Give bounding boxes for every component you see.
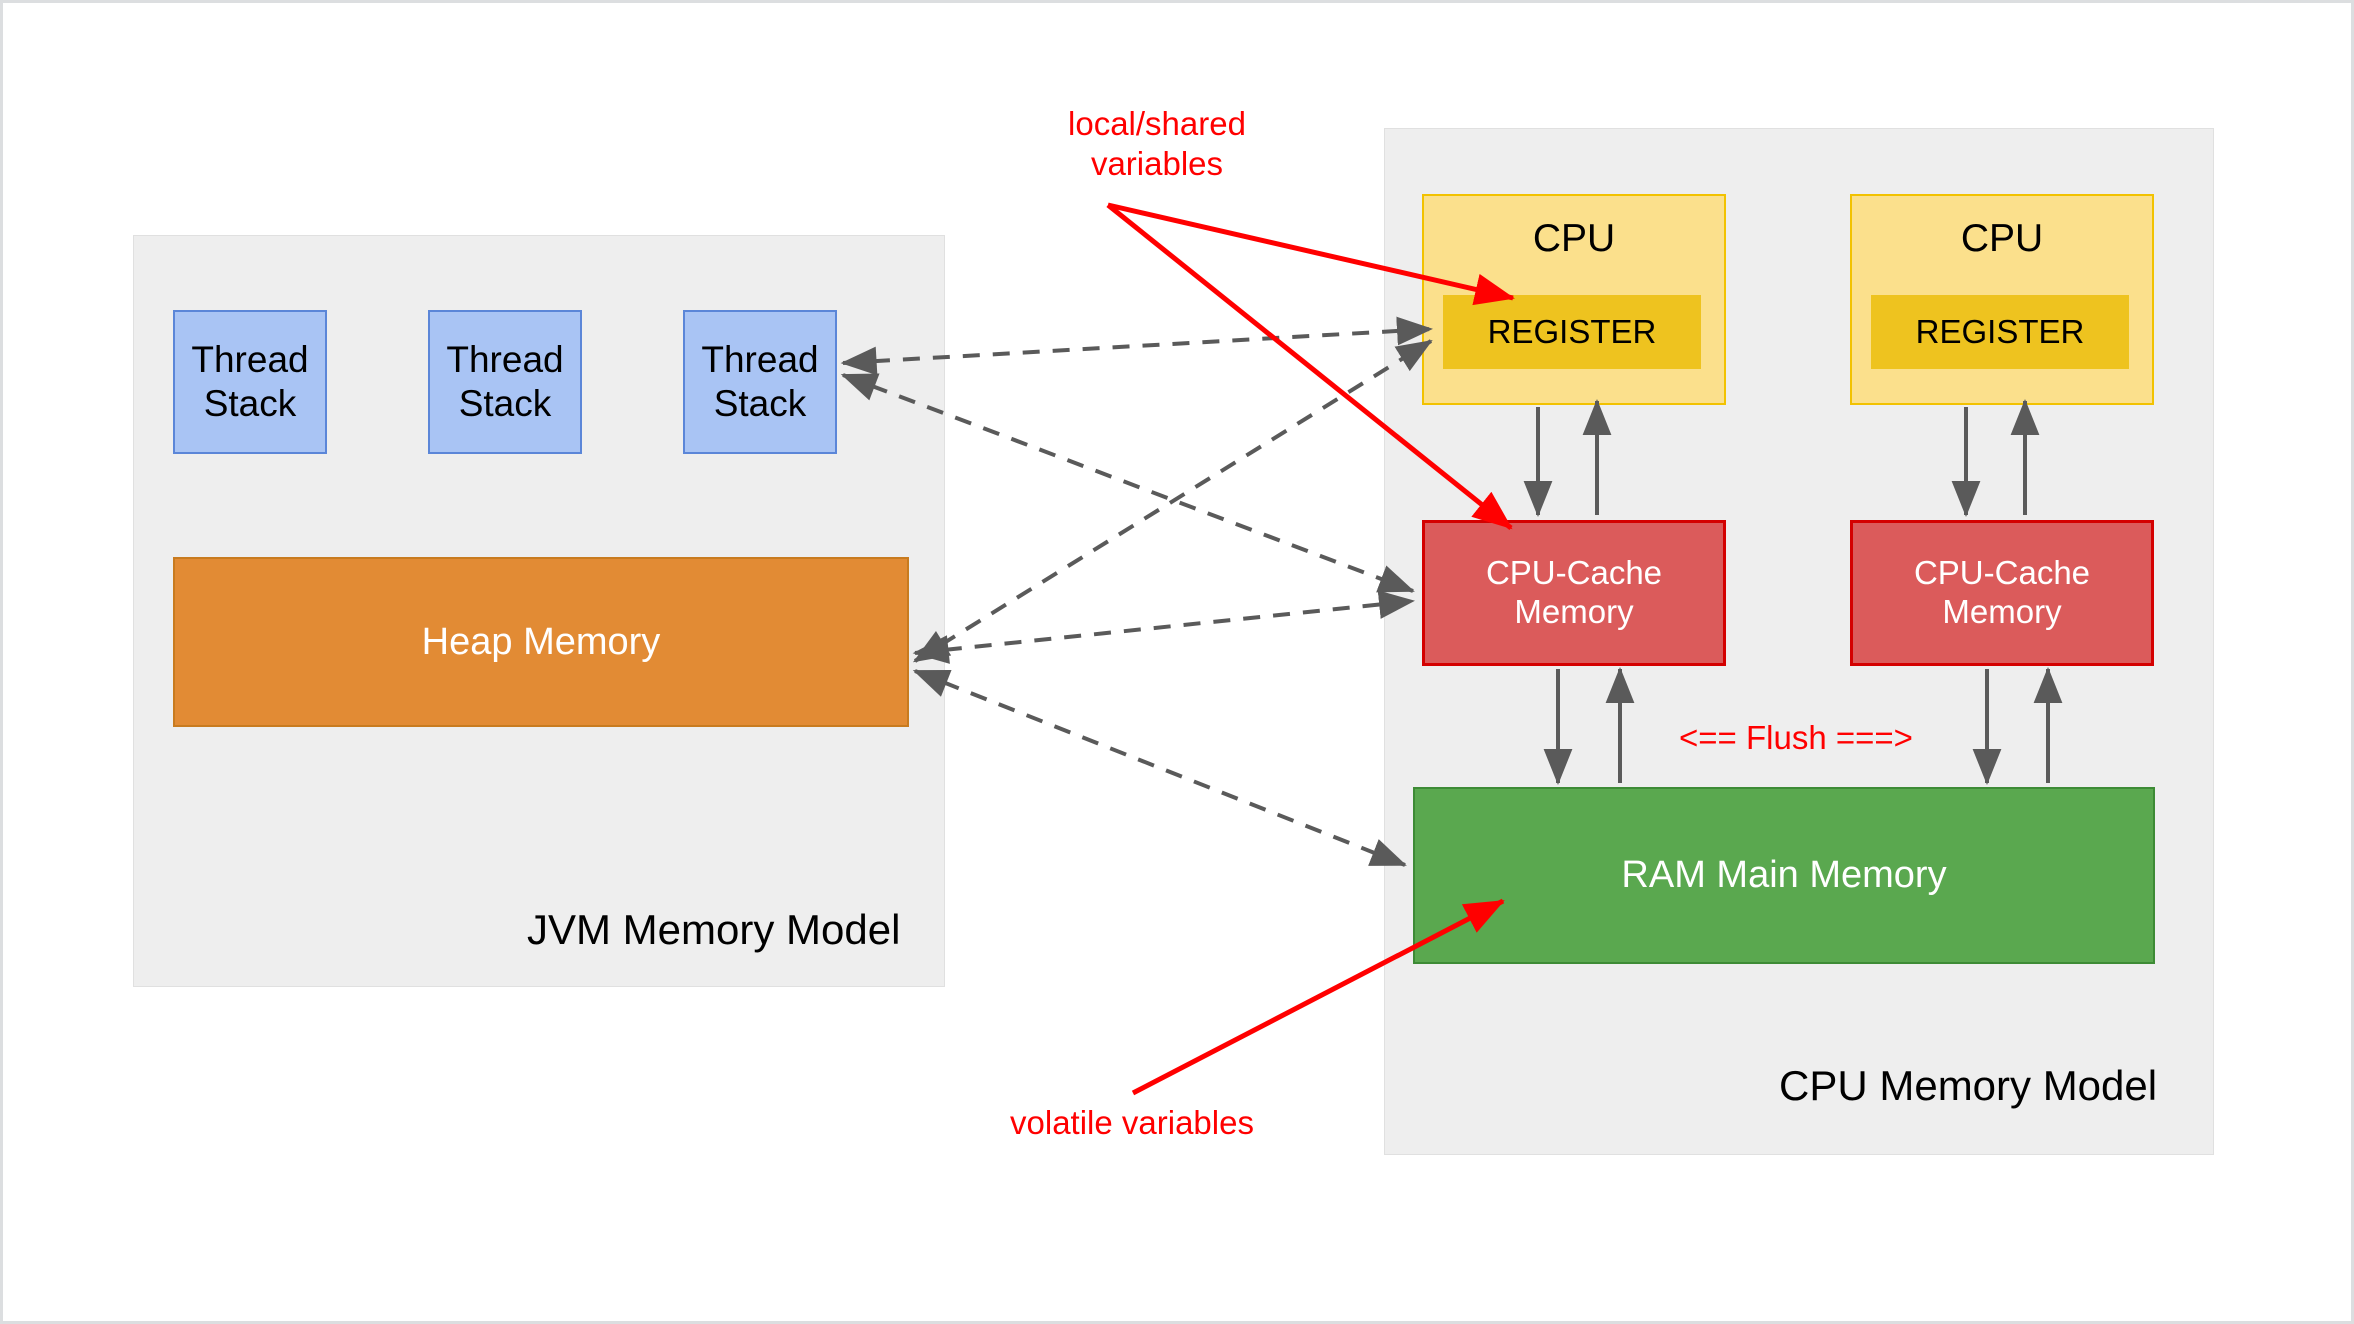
thread-stack-box-2[interactable]: Thread Stack <box>428 310 582 454</box>
heap-memory-box[interactable]: Heap Memory <box>173 557 909 727</box>
thread-stack-box-1[interactable]: Thread Stack <box>173 310 327 454</box>
ram-main-memory-box[interactable]: RAM Main Memory <box>1413 787 2155 964</box>
thread-stack-label: Thread Stack <box>701 339 819 424</box>
thread-stack-box-3[interactable]: Thread Stack <box>683 310 837 454</box>
cpu-cache-label: CPU-Cache Memory <box>1913 554 2091 630</box>
thread-stack-label: Thread Stack <box>191 339 309 424</box>
cpu-cache-label: CPU-Cache Memory <box>1485 554 1663 630</box>
cpu-cache-memory-box-1[interactable]: CPU-Cache Memory <box>1422 520 1726 666</box>
volatile-variables-annotation: volatile variables <box>1010 1104 1254 1141</box>
ram-main-memory-label: RAM Main Memory <box>1621 854 1947 897</box>
thread-stack-label: Thread Stack <box>446 339 564 424</box>
jvm-panel-title: JVM Memory Model <box>527 906 901 953</box>
dashed-connector-heap-cache <box>912 590 1415 664</box>
heap-memory-label: Heap Memory <box>421 620 661 663</box>
flush-label: <== Flush ===> <box>1679 719 1913 756</box>
cpu-panel-title: CPU Memory Model <box>1779 1062 2158 1109</box>
register-box-1[interactable]: REGISTER <box>1443 295 1701 369</box>
dashed-connector-heap-ram <box>912 669 1407 867</box>
register-label: REGISTER <box>1487 312 1657 350</box>
cpu-cache-memory-box-2[interactable]: CPU-Cache Memory <box>1850 520 2154 666</box>
register-label: REGISTER <box>1915 312 2085 350</box>
local-shared-variables-annotation: local/shared variables <box>1068 105 1246 183</box>
cpu-label: CPU <box>1960 217 2044 260</box>
register-box-2[interactable]: REGISTER <box>1871 295 2129 369</box>
dashed-connector-heap-register <box>912 339 1433 663</box>
cpu-label: CPU <box>1532 217 1616 260</box>
